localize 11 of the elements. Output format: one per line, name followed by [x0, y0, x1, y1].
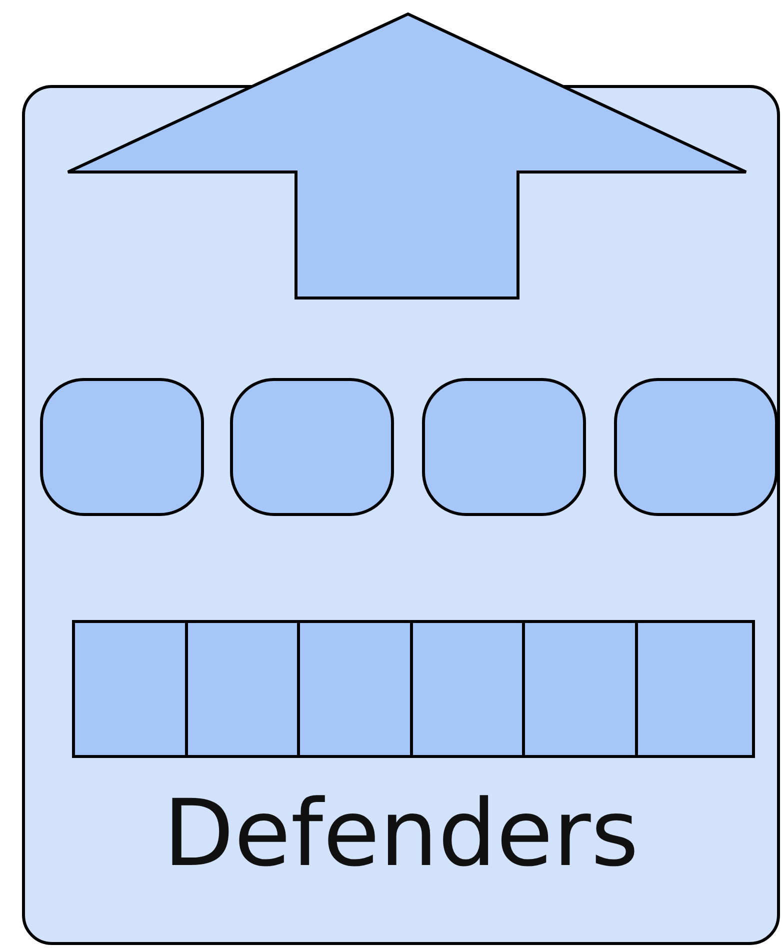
grid-cell [297, 620, 413, 758]
rounded-box [230, 378, 394, 516]
panel-title: Defenders [162, 788, 640, 880]
rounded-box [614, 378, 778, 516]
grid-cell [410, 620, 525, 758]
rounded-box [40, 378, 204, 516]
grid-cell [72, 620, 188, 758]
grid-cell [185, 620, 300, 758]
grid-cell [522, 620, 638, 758]
grid-cell [635, 620, 755, 758]
rounded-box [422, 378, 586, 516]
